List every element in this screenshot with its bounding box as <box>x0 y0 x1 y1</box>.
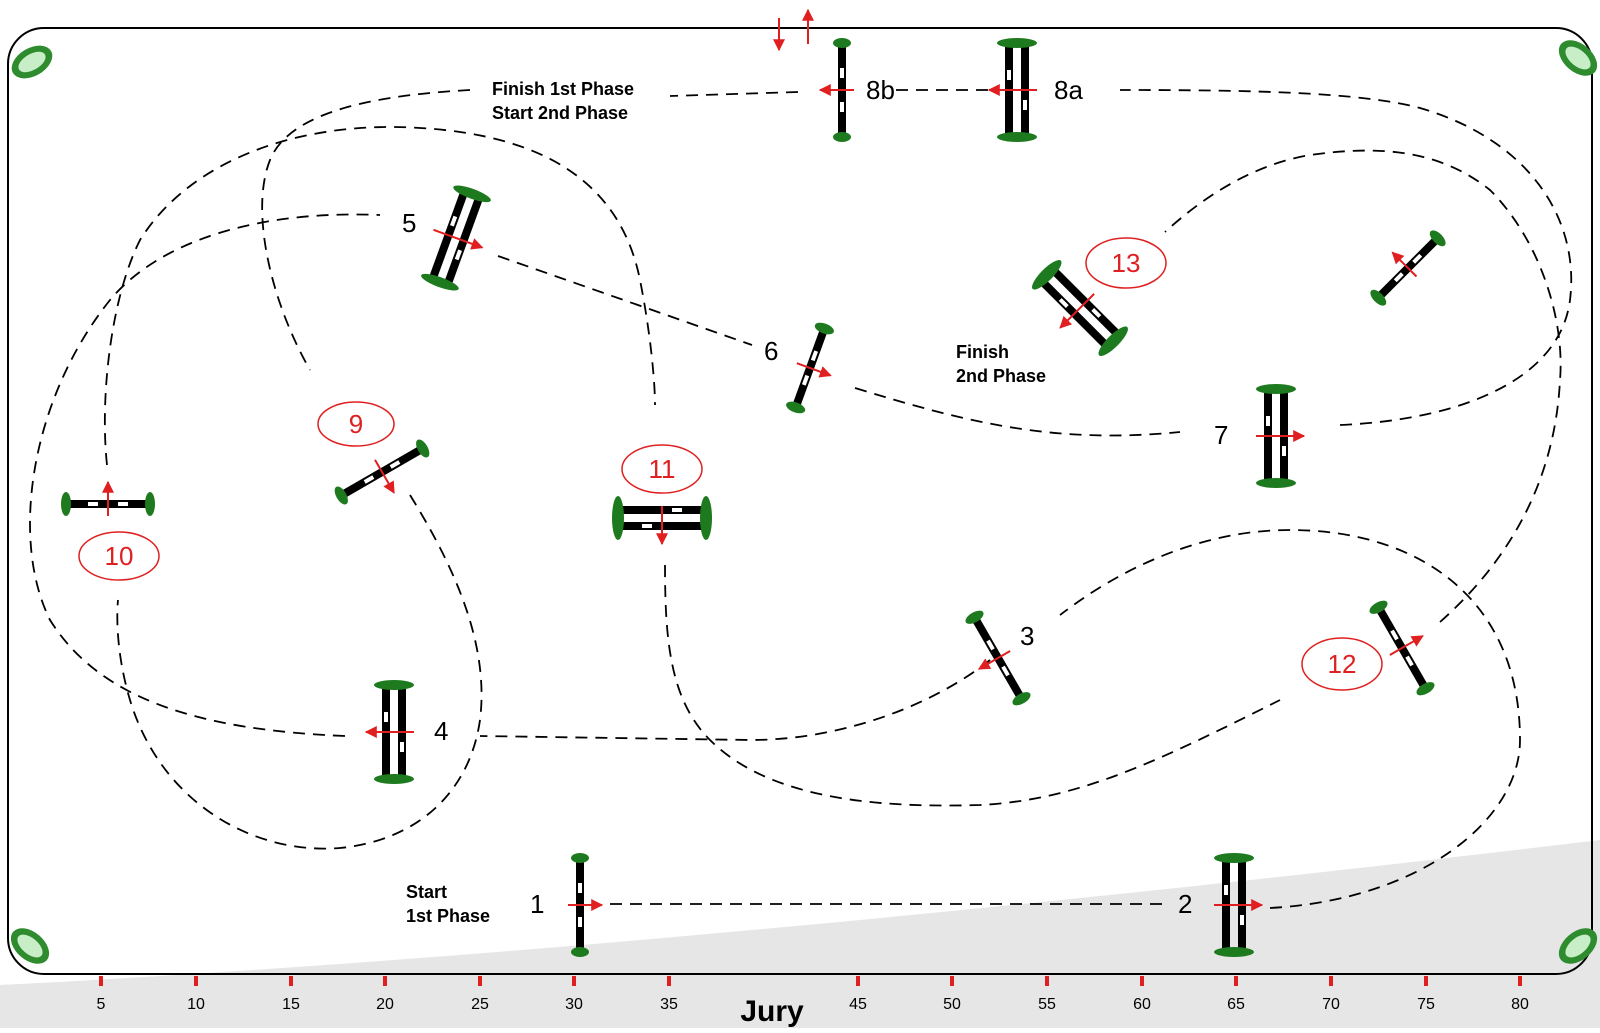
tick-mark <box>572 976 576 986</box>
corner-bush-top-right-icon <box>1558 40 1598 76</box>
fence-3[interactable] <box>953 606 1036 714</box>
tick-mark <box>667 976 671 986</box>
tick-label: 25 <box>471 996 489 1013</box>
fence-2[interactable] <box>1214 853 1264 957</box>
fence-10[interactable] <box>61 480 155 516</box>
fence-label-11: 11 <box>649 454 676 484</box>
tick-mark <box>1424 976 1428 986</box>
direction-arrow-icon <box>433 228 484 250</box>
riding-path <box>29 89 1573 909</box>
tick-label: 80 <box>1511 996 1529 1013</box>
tick-label: 65 <box>1227 996 1245 1013</box>
tick-label: 20 <box>376 996 394 1013</box>
fence-badge-10 <box>78 531 160 581</box>
tick-mark <box>1329 976 1333 986</box>
tick-label: 70 <box>1322 996 1340 1013</box>
start-phase2-label: Start 2nd Phase <box>492 103 628 123</box>
tick-mark <box>194 976 198 986</box>
direction-arrow-icon <box>1059 293 1095 329</box>
tick-mark <box>856 976 860 986</box>
start-phase1-line2: 1st Phase <box>406 906 490 926</box>
finish-phase2-line1: Finish <box>956 342 1009 362</box>
fence-label-1: 1 <box>530 889 544 919</box>
tick-mark <box>1140 976 1144 986</box>
finish-phase2-line2: 2nd Phase <box>956 366 1046 386</box>
fence-badge-12 <box>1301 637 1383 691</box>
finish-phase1-label: Finish 1st Phase <box>492 79 634 99</box>
fence-4[interactable] <box>364 680 414 784</box>
corner-bush-bottom-right-icon <box>1558 928 1598 964</box>
fence-9[interactable] <box>330 434 439 519</box>
tick-label: 55 <box>1038 996 1056 1013</box>
fence-unlabeled[interactable] <box>1359 219 1450 310</box>
tick-label: 30 <box>565 996 583 1013</box>
fence-label-2: 2 <box>1178 889 1192 919</box>
corner-bush-top-left-icon <box>11 45 53 79</box>
tick-mark <box>478 976 482 986</box>
fence-label-7: 7 <box>1214 420 1228 450</box>
fence-5[interactable] <box>416 181 500 297</box>
fence-11[interactable] <box>612 496 712 546</box>
direction-arrow-icon <box>374 459 395 494</box>
tick-mark <box>950 976 954 986</box>
tick-mark <box>1045 976 1049 986</box>
tick-label: 10 <box>187 996 205 1013</box>
tick-label: 60 <box>1133 996 1151 1013</box>
fence-label-12: 12 <box>1328 649 1357 679</box>
fence-badge-13 <box>1085 237 1167 289</box>
tick-mark <box>383 976 387 986</box>
fence-label-6: 6 <box>764 336 778 366</box>
fence-badge-11 <box>621 444 703 494</box>
tick-mark <box>99 976 103 986</box>
tick-mark <box>1234 976 1238 986</box>
direction-arrow-icon <box>1391 251 1418 278</box>
direction-arrow-icon <box>796 362 832 378</box>
fence-label-4: 4 <box>434 716 448 746</box>
tick-mark <box>1518 976 1522 986</box>
fence-8b[interactable] <box>818 38 854 142</box>
arena-border <box>7 27 1593 975</box>
fence-7[interactable] <box>1256 384 1306 488</box>
start-phase1-line1: Start <box>406 882 447 902</box>
jury-label: Jury <box>740 995 804 1028</box>
fence-label-3: 3 <box>1020 621 1034 651</box>
fence-label-13: 13 <box>1112 248 1141 278</box>
tick-label: 35 <box>660 996 678 1013</box>
fence-label-9: 9 <box>349 409 363 439</box>
corner-bush-bottom-left-icon <box>10 928 50 964</box>
fence-1[interactable] <box>568 853 604 957</box>
fence-6[interactable] <box>781 319 847 420</box>
fence-label-8a: 8a <box>1054 75 1083 105</box>
tick-label: 75 <box>1417 996 1435 1013</box>
fence-13[interactable] <box>1023 256 1132 365</box>
tick-label: 15 <box>282 996 300 1013</box>
fence-label-8b: 8b <box>866 75 895 105</box>
tick-label: 45 <box>849 996 867 1013</box>
fence-label-10: 10 <box>105 541 134 571</box>
tick-mark <box>289 976 293 986</box>
fence-8a[interactable] <box>987 38 1037 142</box>
tick-label: 50 <box>943 996 961 1013</box>
distance-scale: 5 10 15 20 25 30 35 45 50 55 60 65 70 75… <box>97 976 1529 1013</box>
direction-arrow-icon <box>977 650 1011 670</box>
background-swoosh <box>0 840 1600 1028</box>
fence-badge-9 <box>317 401 395 447</box>
direction-arrow-icon <box>1389 635 1424 656</box>
fence-12[interactable] <box>1364 591 1449 700</box>
tick-label: 5 <box>97 996 106 1013</box>
fence-label-5: 5 <box>402 208 416 238</box>
